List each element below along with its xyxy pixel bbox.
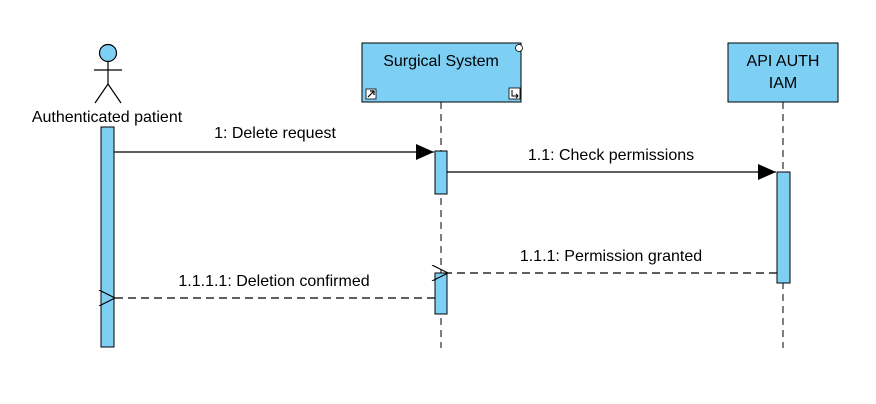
actor-label-surgical: Surgical System bbox=[383, 53, 499, 70]
activation-surgical-2 bbox=[434, 272, 448, 315]
message-deletion-confirmed[interactable]: 1.1.1.1: Deletion confirmed bbox=[115, 273, 435, 298]
message-permission-granted[interactable]: 1.1.1: Permission granted bbox=[448, 248, 777, 273]
message-delete-request[interactable]: 1: Delete request bbox=[114, 125, 434, 160]
activation-patient bbox=[100, 126, 115, 348]
actor-api-auth[interactable]: API AUTH IAM bbox=[727, 42, 839, 103]
stick-figure-icon bbox=[94, 43, 122, 104]
message-label: 1: Delete request bbox=[214, 125, 336, 142]
message-check-permissions[interactable]: 1.1: Check permissions bbox=[447, 147, 776, 180]
activation-surgical-1 bbox=[434, 150, 448, 195]
resize-handle-icon bbox=[515, 44, 523, 52]
actor-authenticated-patient[interactable]: Authenticated patient bbox=[32, 43, 183, 127]
message-label: 1.1.1: Permission granted bbox=[520, 248, 702, 265]
actor-label-api-line2: IAM bbox=[769, 75, 797, 92]
actor-label-api-line1: API AUTH bbox=[747, 53, 820, 70]
subdiagram-icon bbox=[508, 87, 521, 100]
actor-surgical-system[interactable]: Surgical System bbox=[361, 42, 523, 103]
message-label: 1.1.1.1: Deletion confirmed bbox=[178, 273, 369, 290]
actor-label-patient: Authenticated patient bbox=[32, 109, 183, 126]
link-arrow-icon bbox=[365, 88, 377, 100]
message-label: 1.1: Check permissions bbox=[528, 147, 694, 164]
activation-api bbox=[776, 171, 791, 284]
